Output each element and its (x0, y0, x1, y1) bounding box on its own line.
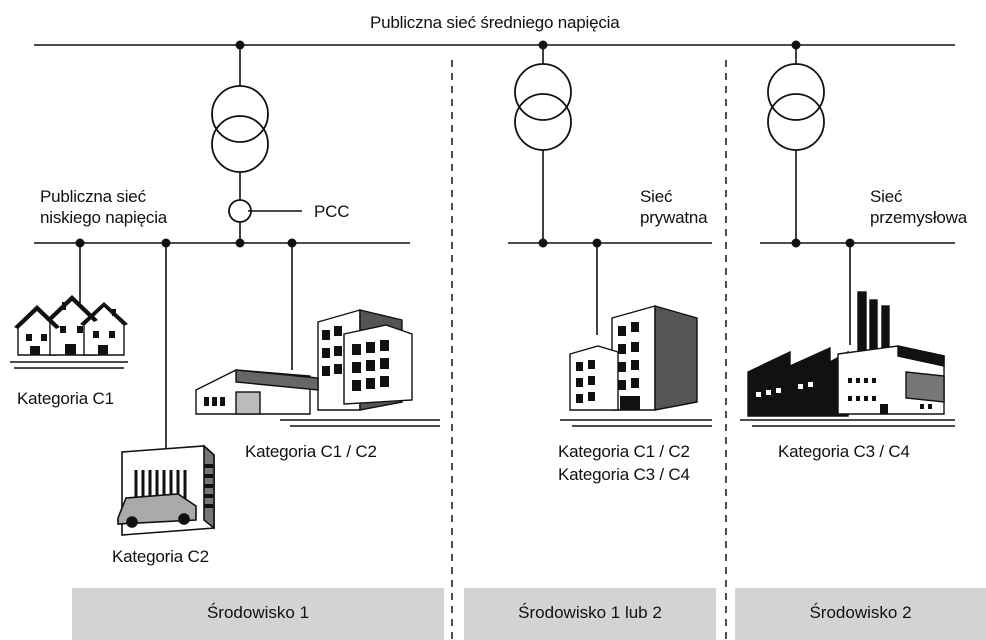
office-warehouse-icon (195, 309, 440, 427)
industrial-network-label-line2: przemysłowa (870, 208, 967, 227)
factory-icon (740, 291, 955, 427)
houses-icon (10, 295, 128, 369)
private-network-label-line1: Sieć (640, 187, 673, 206)
transformer-icon-industrial (767, 63, 825, 151)
factory-category-label: Kategoria C3 / C4 (778, 442, 910, 461)
environment-1-or-2-label: Środowisko 1 lub 2 (518, 603, 662, 622)
pcc-point-icon (228, 199, 252, 223)
houses-category-label: Kategoria C1 (17, 389, 114, 408)
pcc-label: PCC (314, 202, 350, 221)
carwash-category-label: Kategoria C2 (112, 547, 209, 566)
environment-1-label: Środowisko 1 (206, 603, 310, 622)
environment-band-1-or-2: Środowisko 1 lub 2 (464, 588, 716, 640)
lv-public-label-line2: niskiego napięcia (40, 208, 168, 227)
environment-2-label: Środowisko 2 (809, 603, 912, 622)
office-category-label: Kategoria C1 / C2 (245, 442, 377, 461)
environment-band-1: Środowisko 1 (72, 588, 444, 640)
environment-band-2: Środowisko 2 (735, 588, 986, 640)
transformer-icon-public (211, 85, 269, 173)
industrial-network-label-line1: Sieć (870, 187, 903, 206)
private-network-label-line2: prywatna (640, 208, 708, 227)
mv-network-label: Publiczna sieć średniego napięcia (370, 13, 620, 32)
private-category-label-line2: Kategoria C3 / C4 (558, 465, 690, 484)
private-category-label-line1: Kategoria C1 / C2 (558, 442, 690, 461)
car-wash-icon (117, 444, 215, 536)
lv-public-label-line1: Publiczna sieć (40, 187, 146, 206)
transformer-icon-private (514, 63, 572, 151)
private-building-icon (560, 305, 712, 427)
